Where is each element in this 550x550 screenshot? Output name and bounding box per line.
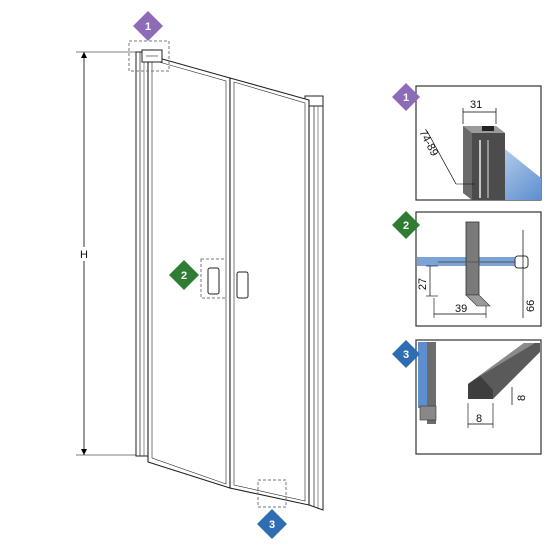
- right-wall-profile: [304, 95, 324, 511]
- svg-text:1: 1: [403, 92, 409, 104]
- callout-badge-1: 1: [133, 11, 163, 41]
- detail-2-width-label: 39: [455, 303, 467, 315]
- right-handle: [236, 271, 249, 299]
- detail-3-badge: 3: [392, 340, 420, 368]
- callout-badge-2: 2: [169, 260, 199, 290]
- svg-text:1: 1: [145, 21, 151, 33]
- detail-1-badge: 1: [392, 83, 420, 111]
- callout-box-bottom: [257, 479, 287, 508]
- detail-1-width-label: 31: [470, 99, 482, 111]
- detail-2-total-label: 66: [525, 300, 537, 312]
- detail-3-seal: [468, 343, 540, 399]
- detail-2-bar: [465, 221, 480, 296]
- callout-box-top: [128, 40, 170, 72]
- height-label: H: [80, 249, 88, 261]
- left-wall-profile: [135, 51, 149, 457]
- svg-text:3: 3: [269, 519, 275, 531]
- right-door-leaf: [229, 77, 310, 506]
- detail-2-badge: 2: [392, 211, 420, 239]
- callout-badge-3: 3: [257, 509, 287, 539]
- door-drawing: H: [76, 11, 324, 539]
- detail-3-glass: [418, 342, 427, 408]
- detail-3-width-label: 8: [476, 413, 482, 425]
- left-handle: [207, 267, 220, 295]
- svg-text:3: 3: [403, 349, 409, 361]
- svg-text:2: 2: [181, 270, 187, 282]
- detail-3-height-label: 8: [516, 395, 528, 401]
- detail-2: 27 39 66 2: [392, 211, 542, 327]
- detail-3: 8 8 3: [392, 339, 542, 455]
- detail-1-profile: [463, 126, 505, 200]
- svg-text:2: 2: [403, 220, 409, 232]
- callout-box-handle: [200, 258, 227, 299]
- detail-1: 31 74-89 1: [392, 83, 542, 201]
- detail-2-height-label: 27: [417, 278, 429, 290]
